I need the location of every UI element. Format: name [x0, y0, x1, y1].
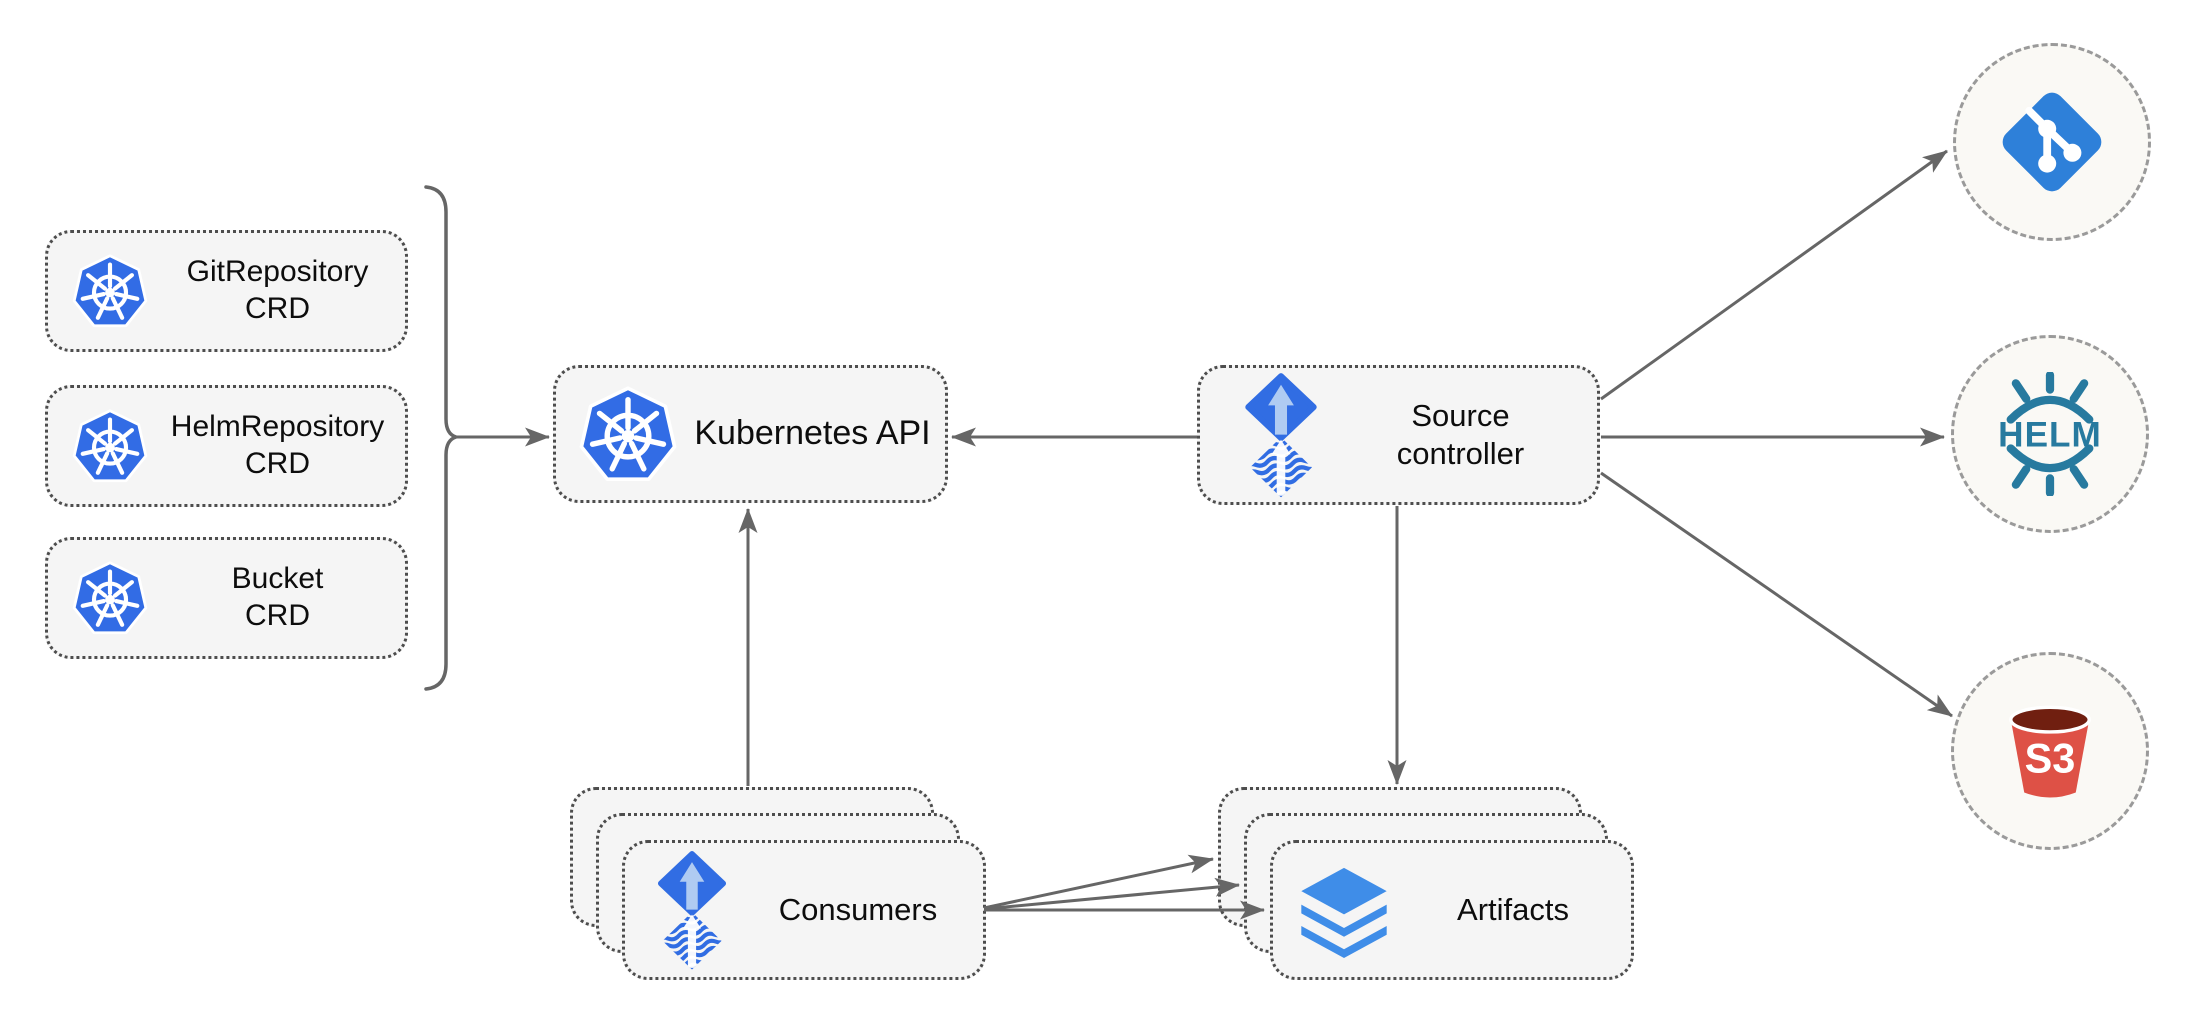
kubernetes-api-node: Kubernetes API — [553, 365, 948, 503]
s3-source-circle: S3 — [1951, 652, 2149, 850]
s3-bucket-icon: S3 — [2009, 705, 2091, 798]
helm-source-circle: HELM — [1951, 335, 2149, 533]
crd-box-gitrepository-label: GitRepository CRD — [150, 254, 405, 327]
label-line: Source — [1411, 398, 1510, 434]
label-line: Bucket — [231, 562, 324, 596]
arrow-source-controller-to-s3 — [1600, 471, 1953, 718]
kubernetes-icon — [576, 382, 680, 486]
label-line: CRD — [245, 599, 310, 632]
layers-icon — [1301, 867, 1387, 958]
crd-box-bucket-label: Bucket CRD — [150, 561, 405, 634]
git-icon — [2002, 92, 2102, 192]
source-controller-label: Source controller — [1324, 397, 1597, 473]
stack-card-front: Artifacts — [1270, 840, 1634, 980]
helm-icon: HELM — [1998, 372, 2102, 496]
artifacts-label: Artifacts — [1457, 892, 1569, 928]
stack-card-front: Consumers — [622, 840, 986, 980]
crd-box-gitrepository: GitRepository CRD — [45, 230, 408, 352]
kubernetes-icon — [70, 406, 150, 486]
git-source-circle — [1953, 43, 2151, 241]
label-line: HelmRepository — [170, 410, 385, 444]
crd-box-helmrepository: HelmRepository CRD — [45, 385, 408, 507]
label-line: CRD — [245, 447, 310, 480]
flux-icon — [651, 849, 733, 972]
flux-icon — [1238, 371, 1324, 500]
crds-brace — [424, 185, 463, 691]
consumers-label: Consumers — [778, 892, 938, 928]
kubernetes-api-label: Kubernetes API — [694, 414, 931, 453]
kubernetes-icon — [70, 251, 150, 331]
arrow-source-controller-to-git — [1600, 149, 1948, 401]
label-line: CRD — [245, 292, 310, 325]
source-controller-node: Source controller — [1197, 365, 1600, 505]
label-line: GitRepository — [186, 255, 369, 289]
crd-box-bucket: Bucket CRD — [45, 537, 408, 659]
arrow-consumers-to-artifacts-1 — [983, 854, 1214, 910]
crd-box-helmrepository-label: HelmRepository CRD — [150, 409, 405, 482]
s3-label: S3 — [2025, 734, 2076, 781]
arrow-consumers-to-artifacts-2 — [983, 877, 1240, 911]
helm-label: HELM — [1998, 415, 2102, 454]
kubernetes-icon — [70, 558, 150, 638]
label-line: controller — [1396, 436, 1525, 471]
